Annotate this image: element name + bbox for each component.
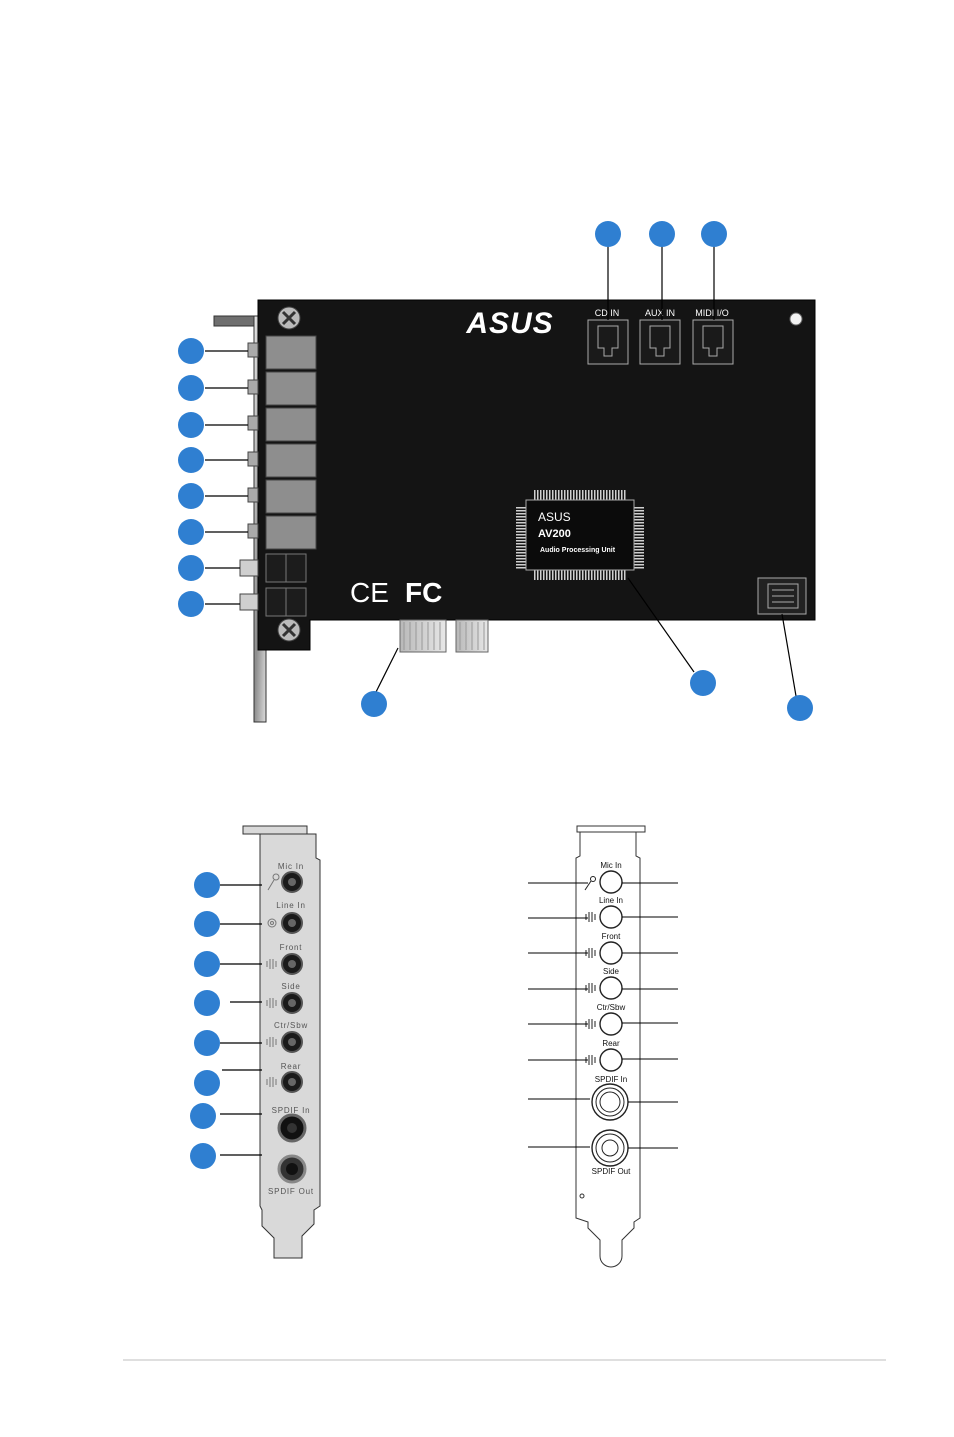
bracket-a-callout-markers xyxy=(190,872,220,1169)
bracket-b-label: SPDIF Out xyxy=(592,1167,631,1176)
header-label-aux-in: AUX IN xyxy=(645,308,675,318)
aux-in-header xyxy=(640,320,680,364)
callout-marker xyxy=(178,412,204,438)
callout-marker xyxy=(178,483,204,509)
spdif-in-jack-icon xyxy=(592,1084,628,1120)
jack-icon xyxy=(600,1049,622,1071)
callout-marker xyxy=(178,519,204,545)
bracket-a: Mic In Line In Front Side Ctr/Sbw Rear S… xyxy=(190,826,320,1258)
jack-icon xyxy=(600,1013,622,1035)
callout-marker xyxy=(178,591,204,617)
bracket-a-label: Ctr/Sbw xyxy=(274,1021,308,1030)
callout-marker xyxy=(194,1030,220,1056)
asus-logo: ASUS xyxy=(465,307,553,340)
bracket-a-tab xyxy=(243,826,307,834)
midi-io-header xyxy=(693,320,733,364)
bracket-a-label: Line In xyxy=(276,901,306,910)
header-label-cd-in: CD IN xyxy=(595,308,620,318)
bracket-b-label: Mic In xyxy=(600,861,621,870)
callout-marker xyxy=(190,1103,216,1129)
sound-card: ASUS CD IN AUX IN MIDI xyxy=(178,221,815,722)
callout-marker xyxy=(595,221,621,247)
jack-icon xyxy=(600,871,622,893)
bracket-b-label: Line In xyxy=(599,896,623,905)
bracket-a-label: Side xyxy=(281,982,300,991)
pcie-edge-connector xyxy=(400,620,488,652)
bracket-b-label: Side xyxy=(603,967,620,976)
callout-marker xyxy=(194,951,220,977)
callout-marker xyxy=(178,447,204,473)
callout-marker xyxy=(178,555,204,581)
callout-marker xyxy=(787,695,813,721)
chip-brand: ASUS xyxy=(538,510,571,524)
bracket-b-tab xyxy=(577,826,645,832)
bracket-b-label: Rear xyxy=(602,1039,620,1048)
screw-icon xyxy=(278,307,300,329)
jack-icon xyxy=(600,906,622,928)
internal-headers: CD IN AUX IN MIDI I/O xyxy=(588,308,733,364)
bracket-a-label: Front xyxy=(280,943,303,952)
ce-mark: CE xyxy=(350,577,389,608)
screw-icon xyxy=(278,619,300,641)
chip-model: AV200 xyxy=(538,528,571,540)
av200-chip: ASUS AV200 Audio Processing Unit xyxy=(516,490,644,580)
callout-marker xyxy=(194,872,220,898)
jack-icon xyxy=(600,977,622,999)
bracket-a-label: Mic In xyxy=(278,862,304,871)
callout-marker xyxy=(194,990,220,1016)
callout-marker xyxy=(190,1143,216,1169)
bracket-b-label: Ctr/Sbw xyxy=(597,1003,626,1012)
callout-marker xyxy=(194,911,220,937)
bracket-a-label: Rear xyxy=(281,1062,302,1071)
callout-marker xyxy=(178,338,204,364)
bracket-a-callout-lines xyxy=(220,885,262,1155)
callout-marker xyxy=(361,691,387,717)
mount-hole xyxy=(790,313,802,325)
callout-marker xyxy=(194,1070,220,1096)
bracket-b-label: Front xyxy=(602,932,621,941)
callout-marker xyxy=(701,221,727,247)
bracket-a-label: SPDIF Out xyxy=(268,1187,314,1196)
fcc-mark: FC xyxy=(405,577,442,608)
chip-description: Audio Processing Unit xyxy=(540,547,616,554)
front-panel-connector xyxy=(758,578,806,614)
callout-marker xyxy=(178,375,204,401)
jack-blocks xyxy=(240,336,316,616)
cd-in-header xyxy=(588,320,628,364)
bracket-b: Mic In Line In Front Side Ctr/Sbw Rear S… xyxy=(528,826,678,1267)
spdif-out-jack-icon xyxy=(592,1130,628,1166)
header-label-midi-io: MIDI I/O xyxy=(695,308,729,318)
callout-marker xyxy=(649,221,675,247)
callout-marker xyxy=(690,670,716,696)
bracket-b-label: SPDIF In xyxy=(595,1075,627,1084)
jack-icon xyxy=(600,942,622,964)
